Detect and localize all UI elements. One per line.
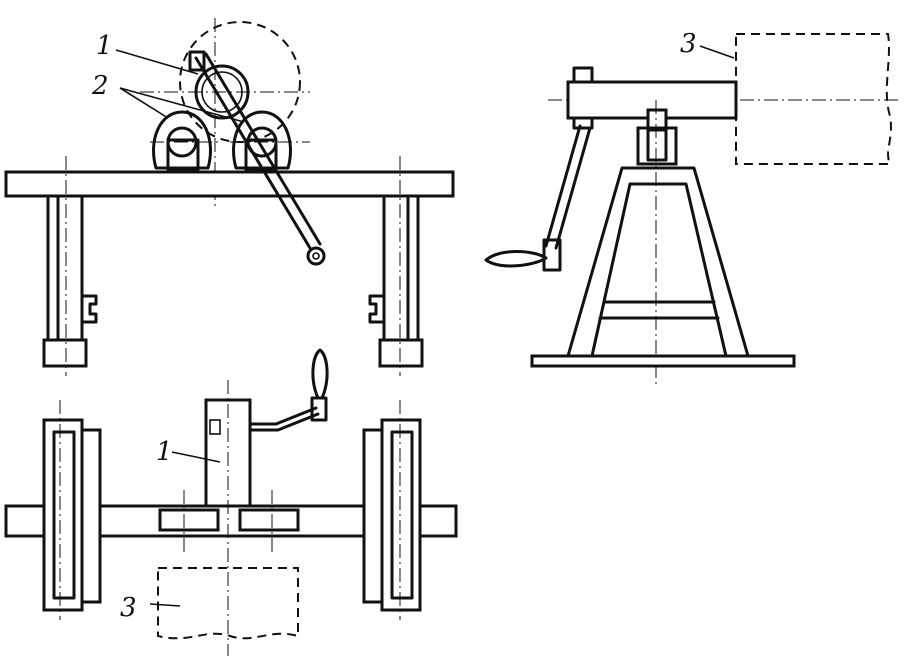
top-workpiece <box>157 567 299 640</box>
front-crank-lever <box>188 50 326 266</box>
top-left-wheel <box>42 400 102 620</box>
front-right-leg <box>368 156 424 376</box>
side-workpiece <box>735 33 892 165</box>
side-crank-handle <box>484 124 592 272</box>
label-part-side: 3 <box>680 29 697 59</box>
label-shaft-top: 1 <box>156 437 173 467</box>
side-view: 3 <box>484 29 898 384</box>
top-right-wheel <box>362 400 422 620</box>
top-view: 1 3 <box>4 348 458 656</box>
front-view: 1 2 <box>4 18 455 376</box>
label-part-top: 3 <box>120 593 137 623</box>
front-roller-right <box>230 110 310 172</box>
front-left-leg <box>42 156 98 376</box>
front-roller-left <box>150 110 218 172</box>
side-a-frame <box>530 166 796 368</box>
front-shaft <box>194 64 250 120</box>
front-beam <box>4 170 455 198</box>
label-rollers-front: 2 <box>91 71 109 101</box>
label-shaft-front: 1 <box>96 31 113 61</box>
top-crank-handle <box>248 348 329 432</box>
